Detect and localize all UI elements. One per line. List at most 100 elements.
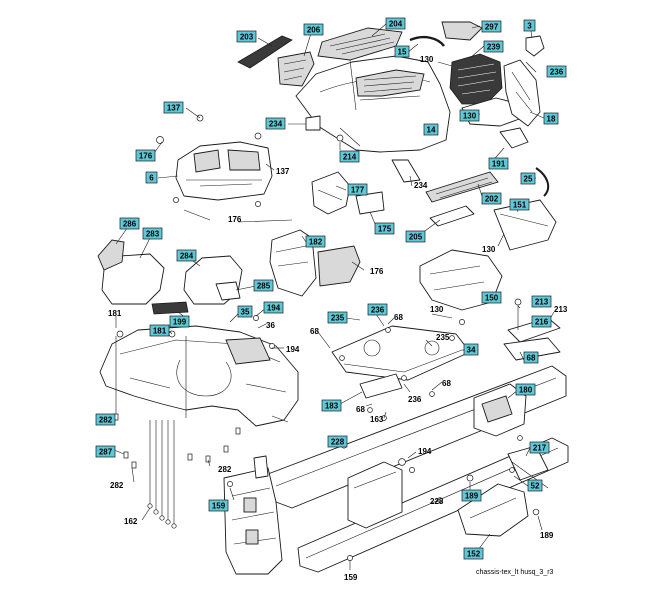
- svg-text:151: 151: [513, 201, 527, 210]
- svg-text:297: 297: [485, 23, 499, 32]
- svg-text:202: 202: [485, 195, 499, 204]
- svg-text:217: 217: [533, 444, 547, 453]
- callout-181: 181: [149, 324, 170, 337]
- callout-182: 182: [305, 235, 326, 248]
- label-194: 194: [286, 345, 300, 354]
- svg-text:284: 284: [180, 252, 194, 261]
- svg-text:239: 239: [487, 43, 501, 52]
- label-236-lower: 236: [408, 395, 422, 404]
- svg-text:175: 175: [378, 225, 392, 234]
- label-282-left: 282: [110, 481, 124, 490]
- svg-text:285: 285: [257, 282, 271, 291]
- svg-text:194: 194: [267, 304, 281, 313]
- callout-285: 285: [253, 279, 274, 292]
- callout-205: 205: [405, 230, 426, 243]
- svg-text:191: 191: [492, 160, 506, 169]
- callout-236-top: 236: [546, 65, 567, 78]
- label-36: 36: [266, 321, 275, 330]
- svg-text:236: 236: [550, 68, 564, 77]
- callout-183: 183: [321, 399, 342, 412]
- callout-203: 203: [236, 30, 257, 43]
- svg-text:213: 213: [535, 298, 549, 307]
- svg-text:180: 180: [519, 386, 533, 395]
- callout-286: 286: [119, 217, 140, 230]
- plain-callouts: 130 137 176 176 234 130 181 36 194 68 13…: [108, 55, 568, 582]
- svg-text:25: 25: [524, 175, 533, 184]
- callout-14: 14: [423, 123, 439, 136]
- label-137: 137: [276, 167, 290, 176]
- steering-bracket: [311, 171, 385, 215]
- svg-text:287: 287: [99, 448, 113, 457]
- svg-text:14: 14: [427, 126, 436, 135]
- callout-216: 216: [531, 315, 552, 328]
- svg-text:152: 152: [467, 550, 481, 559]
- svg-text:282: 282: [99, 416, 113, 425]
- callout-152: 152: [463, 547, 484, 560]
- label-68-top: 68: [394, 313, 403, 322]
- callout-214: 214: [339, 150, 360, 163]
- callout-150: 150: [481, 291, 502, 304]
- label-282-right: 282: [218, 465, 232, 474]
- svg-text:150: 150: [485, 294, 499, 303]
- hood-assembly: [237, 21, 557, 251]
- fender-assembly: [97, 239, 299, 529]
- callout-175: 175: [374, 222, 395, 235]
- callout-130-hood: 130: [459, 109, 480, 122]
- label-194-lower: 194: [418, 447, 432, 456]
- callout-151: 151: [509, 198, 530, 211]
- svg-text:181: 181: [153, 327, 167, 336]
- callout-176: 176: [135, 149, 156, 162]
- svg-text:18: 18: [547, 115, 556, 124]
- label-176-mid: 176: [228, 215, 242, 224]
- callout-235: 235: [327, 311, 348, 324]
- callout-284: 284: [176, 249, 197, 262]
- svg-text:235: 235: [331, 314, 345, 323]
- svg-text:176: 176: [139, 152, 153, 161]
- svg-text:35: 35: [241, 308, 250, 317]
- svg-text:205: 205: [409, 233, 423, 242]
- callout-228: 228: [327, 435, 348, 448]
- callout-18: 18: [543, 112, 559, 125]
- svg-text:206: 206: [307, 26, 321, 35]
- svg-text:236: 236: [371, 306, 385, 315]
- callout-287: 287: [95, 445, 116, 458]
- svg-text:182: 182: [309, 238, 323, 247]
- label-176-right: 176: [370, 267, 384, 276]
- svg-text:68: 68: [527, 354, 536, 363]
- seat-plate: [331, 325, 471, 399]
- callout-282: 282: [95, 413, 116, 426]
- label-235: 235: [436, 333, 450, 342]
- callout-177: 177: [347, 183, 368, 196]
- label-130-hood-top: 130: [420, 55, 434, 64]
- svg-text:214: 214: [343, 153, 357, 162]
- callout-68: 68: [523, 351, 539, 364]
- svg-text:159: 159: [212, 502, 226, 511]
- label-68-right: 68: [442, 379, 451, 388]
- callout-35: 35: [237, 305, 253, 318]
- svg-text:34: 34: [467, 346, 476, 355]
- callout-217: 217: [529, 441, 550, 454]
- callout-297: 297: [481, 20, 502, 33]
- callout-199: 199: [169, 315, 190, 328]
- svg-text:234: 234: [269, 120, 283, 129]
- callout-3: 3: [523, 19, 536, 32]
- label-68-left: 68: [310, 327, 319, 336]
- callout-159: 159: [208, 499, 229, 512]
- label-234-lower: 234: [414, 181, 428, 190]
- callout-194: 194: [263, 301, 284, 314]
- svg-text:177: 177: [351, 186, 365, 195]
- label-159-lower: 159: [344, 573, 358, 582]
- svg-text:137: 137: [167, 104, 181, 113]
- label-68-lower: 68: [356, 405, 365, 414]
- callout-213: 213: [531, 295, 552, 308]
- callout-191: 191: [488, 157, 509, 170]
- callout-180: 180: [515, 383, 536, 396]
- right-bracket-plate: [503, 298, 561, 361]
- svg-text:204: 204: [389, 20, 403, 29]
- label-181: 181: [108, 309, 122, 318]
- leader-lines: [113, 23, 555, 570]
- svg-text:6: 6: [149, 174, 154, 183]
- svg-text:286: 286: [123, 220, 137, 229]
- callout-15: 15: [394, 45, 410, 58]
